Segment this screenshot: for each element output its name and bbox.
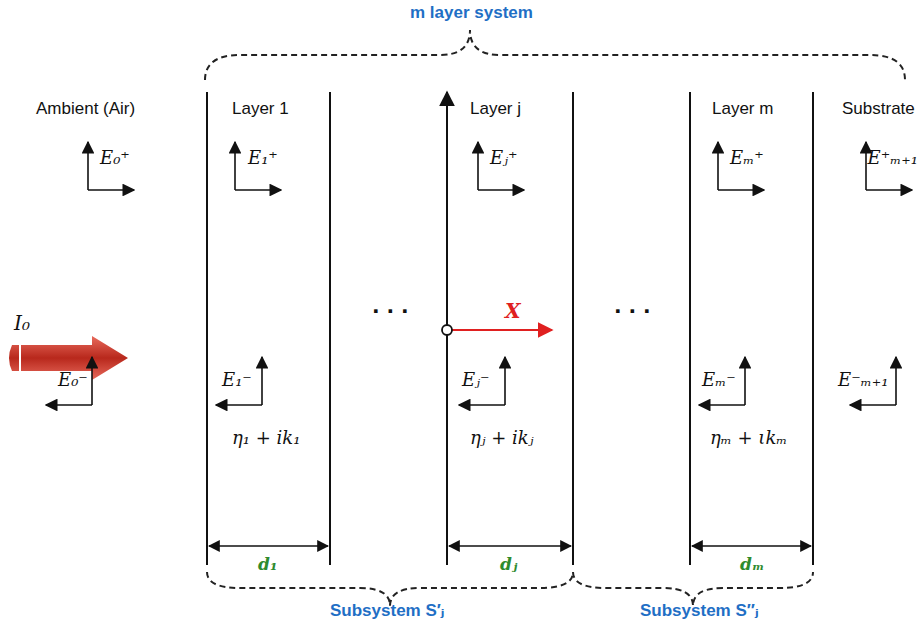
subsystem-label: Subsystem S′ⱼ [330, 602, 445, 621]
field-label: E₀⁺ [100, 148, 130, 168]
field-label: Eⱼ⁻ [462, 370, 489, 390]
field-arrow [235, 189, 281, 191]
group-title: m layer system [410, 4, 533, 23]
field-arrow [850, 404, 896, 406]
thickness-label: dₘ [740, 555, 764, 574]
field-arrow [216, 404, 262, 406]
medium-name: Substrate [842, 100, 915, 119]
field-arrow [88, 189, 134, 191]
field-arrow [459, 404, 505, 406]
medium-name: Ambient (Air) [36, 100, 135, 119]
ellipsis: · · · [614, 300, 651, 322]
field-label: Eₘ⁺ [730, 148, 764, 168]
field-arrow [478, 189, 524, 191]
layer-name: Layer j [470, 100, 521, 119]
axis-label: X [505, 300, 521, 322]
field-arrow [87, 142, 89, 190]
field-arrow [718, 189, 764, 191]
field-arrow [744, 357, 746, 405]
refractive-index: ηⱼ + ikⱼ [470, 428, 533, 448]
thickness-label: d₁ [258, 555, 277, 574]
field-label: Eₘ⁻ [702, 370, 736, 390]
field-arrow [895, 357, 897, 405]
field-arrow [504, 357, 506, 405]
field-arrow [717, 142, 719, 190]
field-arrow [46, 404, 92, 406]
field-label: E⁺ₘ₊₁ [868, 148, 918, 168]
field-label: E₀⁻ [58, 370, 88, 390]
field-arrow [234, 142, 236, 190]
subsystem-label: Subsystem S″ⱼ [640, 602, 759, 621]
refractive-index: ηₘ + ιkₘ [710, 428, 787, 448]
layer-name: Layer 1 [232, 100, 289, 119]
field-arrow [865, 142, 867, 190]
refractive-index: η₁ + ik₁ [232, 428, 300, 448]
field-label: E⁻ₘ₊₁ [838, 370, 888, 390]
field-arrow [91, 357, 93, 405]
field-arrow [261, 357, 263, 405]
field-label: E₁⁺ [248, 148, 278, 168]
thickness-label: dⱼ [500, 555, 517, 574]
intensity-label: I₀ [14, 312, 30, 334]
layer-name: Layer m [712, 100, 773, 119]
field-arrow [477, 142, 479, 190]
field-label: Eⱼ⁺ [490, 148, 517, 168]
field-arrow [699, 404, 745, 406]
field-label: E₁⁻ [222, 370, 252, 390]
field-arrow [866, 189, 912, 191]
ellipsis: · · · [372, 300, 409, 322]
